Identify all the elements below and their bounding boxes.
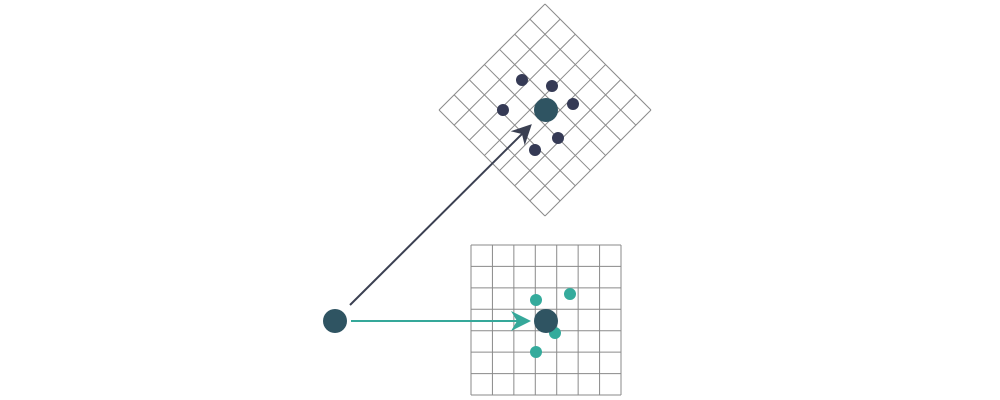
rotated-grid-line bbox=[514, 79, 622, 187]
rotated-grid-line bbox=[529, 18, 637, 126]
rotated-point bbox=[546, 80, 558, 92]
rotated-point bbox=[516, 74, 528, 86]
source-node bbox=[323, 309, 347, 333]
rotated-point bbox=[497, 104, 509, 116]
rotated-point bbox=[567, 98, 579, 110]
rotated-grid-line bbox=[438, 3, 546, 111]
dark-arrow bbox=[349, 124, 532, 306]
rotated-grid-center bbox=[534, 98, 558, 122]
rotated-grid-line bbox=[544, 3, 652, 111]
straight-point bbox=[530, 346, 542, 358]
rotated-sample-points bbox=[497, 74, 579, 156]
straight-grid-center bbox=[534, 309, 558, 333]
rotated-grid-line bbox=[453, 18, 561, 126]
rotated-grid-line bbox=[529, 94, 637, 202]
rotated-grid-line bbox=[514, 33, 622, 141]
straight-point bbox=[564, 288, 576, 300]
rotated-point bbox=[529, 144, 541, 156]
straight-point bbox=[530, 294, 542, 306]
rotated-point bbox=[552, 132, 564, 144]
rotated-grid-line bbox=[544, 109, 652, 217]
rotated-grid-line bbox=[468, 33, 576, 141]
